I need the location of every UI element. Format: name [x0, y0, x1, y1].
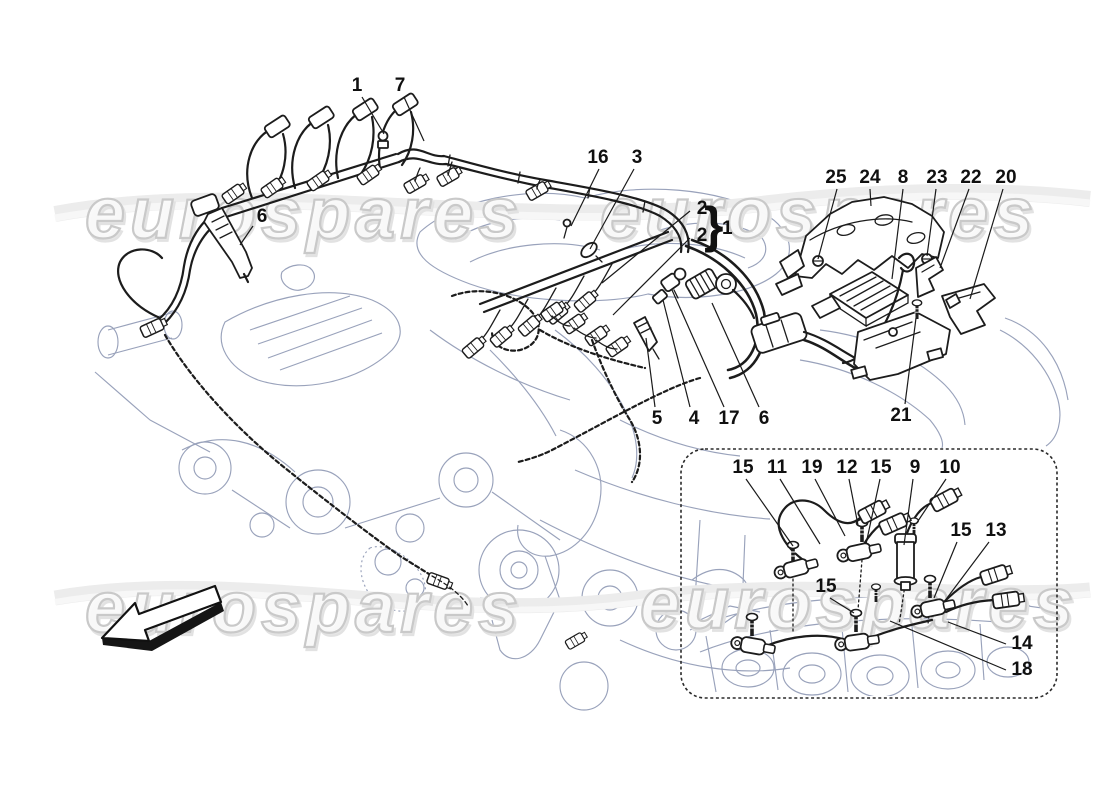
part-callout-4: 4 [689, 408, 700, 429]
rail-bolt [562, 218, 572, 228]
pressure-sensor [660, 267, 687, 299]
plug-sensor [633, 316, 660, 360]
part-callout-1: 1 [352, 75, 363, 96]
leader-line [969, 188, 1004, 300]
leader-line [814, 478, 846, 537]
injector [580, 241, 598, 259]
part-callout-13: 13 [985, 520, 1006, 541]
leader-line [889, 620, 1007, 671]
part-callout-8: 8 [898, 167, 909, 188]
part-callout-7: 7 [395, 75, 406, 96]
valve-assembly [684, 268, 737, 300]
bracket [915, 256, 944, 298]
part-callout-17: 17 [718, 408, 739, 429]
leader-line [926, 188, 937, 257]
part-callout-14: 14 [1011, 633, 1033, 654]
leader-line [891, 188, 904, 280]
coil-connector [263, 92, 419, 139]
main-harness-trunk [377, 130, 690, 370]
leader-line [745, 478, 794, 547]
part-callout-22: 22 [960, 167, 981, 188]
bracket [853, 311, 951, 381]
part-callout-18: 18 [1011, 659, 1032, 680]
leader-line [904, 317, 917, 405]
part-callout-11: 11 [767, 457, 788, 478]
part-callout-2: 2 [697, 198, 708, 219]
part-callout-15: 15 [950, 520, 972, 541]
leader-line [671, 289, 725, 408]
part-callout-6: 6 [257, 206, 268, 227]
leader-line [947, 621, 1007, 645]
part-callout-9: 9 [910, 457, 921, 478]
bracket-brace: } [704, 197, 723, 253]
part-callout-10: 10 [939, 457, 960, 478]
part-callout-6: 6 [759, 408, 770, 429]
leader-line [662, 299, 691, 408]
leader-line [865, 478, 881, 545]
part-callout-15: 15 [870, 457, 892, 478]
leader-line [403, 96, 425, 142]
leader-line [589, 168, 635, 250]
watermark-swoosh-bottom-hl [54, 589, 1091, 613]
leader-line [829, 597, 855, 614]
part-callout-16: 16 [587, 147, 608, 168]
part-callout-15: 15 [732, 457, 754, 478]
group-bracket: } 1 [704, 197, 733, 253]
vertical-sensor [893, 533, 918, 591]
leader-line [612, 237, 691, 316]
leader-line [601, 210, 691, 284]
watermark-text: eurospares [85, 174, 523, 254]
part-callout-23: 23 [926, 167, 947, 188]
part-callout-15: 15 [815, 576, 837, 597]
injector-rail-harness [460, 218, 737, 484]
part-callout-25: 25 [825, 167, 847, 188]
part-callout-19: 19 [801, 457, 822, 478]
leader-line [933, 541, 958, 599]
leader-line [645, 337, 656, 408]
part-callout-5: 5 [652, 408, 663, 429]
leader-line [817, 188, 838, 260]
part-callout-21: 21 [890, 405, 912, 426]
part-callout-20: 20 [995, 167, 1016, 188]
leader-line [779, 478, 821, 545]
ecu-assembly [775, 196, 996, 381]
inset-detail-box [680, 448, 1058, 699]
part-callout-12: 12 [836, 457, 857, 478]
leader-line [939, 188, 970, 269]
inset-sensors [729, 484, 1026, 658]
ecu-connector [750, 312, 808, 354]
leader-line [869, 188, 872, 207]
leader-line [915, 478, 947, 525]
part-callout-3: 3 [632, 147, 643, 168]
part-callout-2: 2 [697, 225, 708, 246]
direction-arrow-icon [100, 584, 224, 651]
leader-line [570, 168, 600, 227]
part-callout-24: 24 [859, 167, 881, 188]
ignition-coil-harness [117, 92, 589, 651]
watermark-text: eurospares [85, 568, 523, 648]
leader-line [848, 478, 859, 526]
leader-line [361, 96, 385, 135]
leader-line [239, 225, 254, 246]
leader-line [943, 541, 990, 603]
ecu-unit [811, 271, 909, 328]
rail-fitting [651, 288, 668, 305]
leader-line [711, 302, 760, 408]
ignition-coil [190, 193, 253, 284]
inset-box-border [680, 448, 1058, 699]
leader-line [903, 478, 914, 546]
bracket [941, 283, 996, 335]
callout-1-group: 1 [722, 218, 733, 239]
